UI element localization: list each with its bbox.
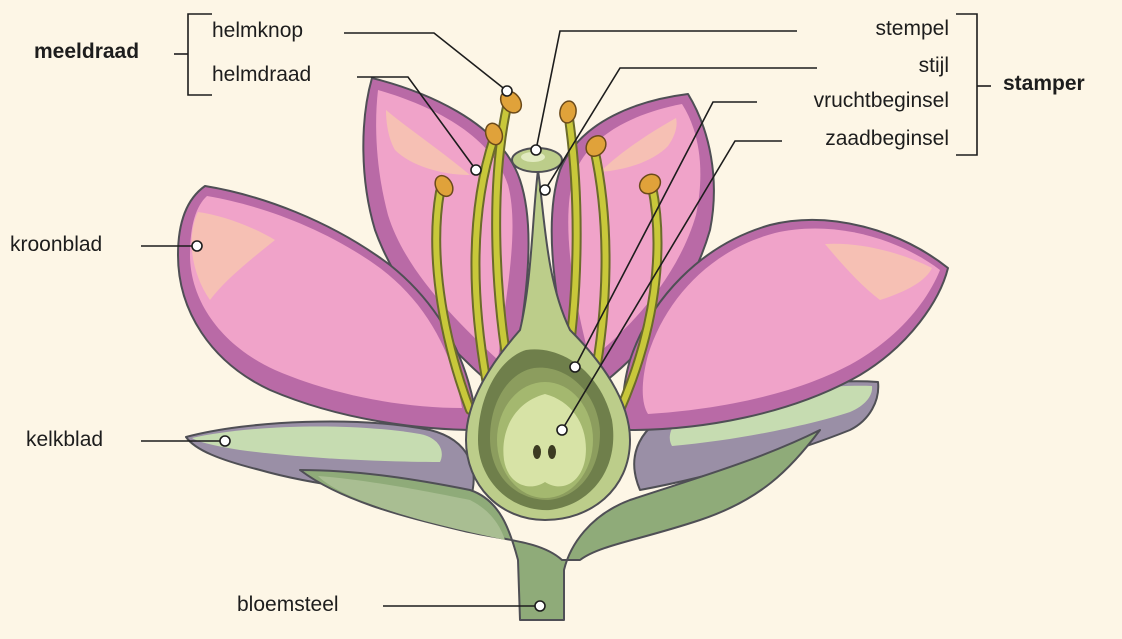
label-vruchtbeginsel: vruchtbeginsel <box>814 89 949 113</box>
label-helmknop: helmknop <box>212 19 303 43</box>
label-helmdraad: helmdraad <box>212 63 311 87</box>
label-meeldraad: meeldraad <box>34 40 139 64</box>
bracket-meeldraad <box>188 14 212 95</box>
bracket-stamper <box>956 14 977 155</box>
label-stempel: stempel <box>875 17 949 41</box>
label-zaadbeginsel: zaadbeginsel <box>825 127 949 151</box>
label-stamper: stamper <box>1003 72 1085 96</box>
label-kroonblad: kroonblad <box>10 233 102 257</box>
label-kelkblad: kelkblad <box>26 428 103 452</box>
leader-helmknop <box>344 33 507 91</box>
label-bloemsteel: bloemsteel <box>237 593 339 617</box>
label-stijl: stijl <box>919 54 949 78</box>
